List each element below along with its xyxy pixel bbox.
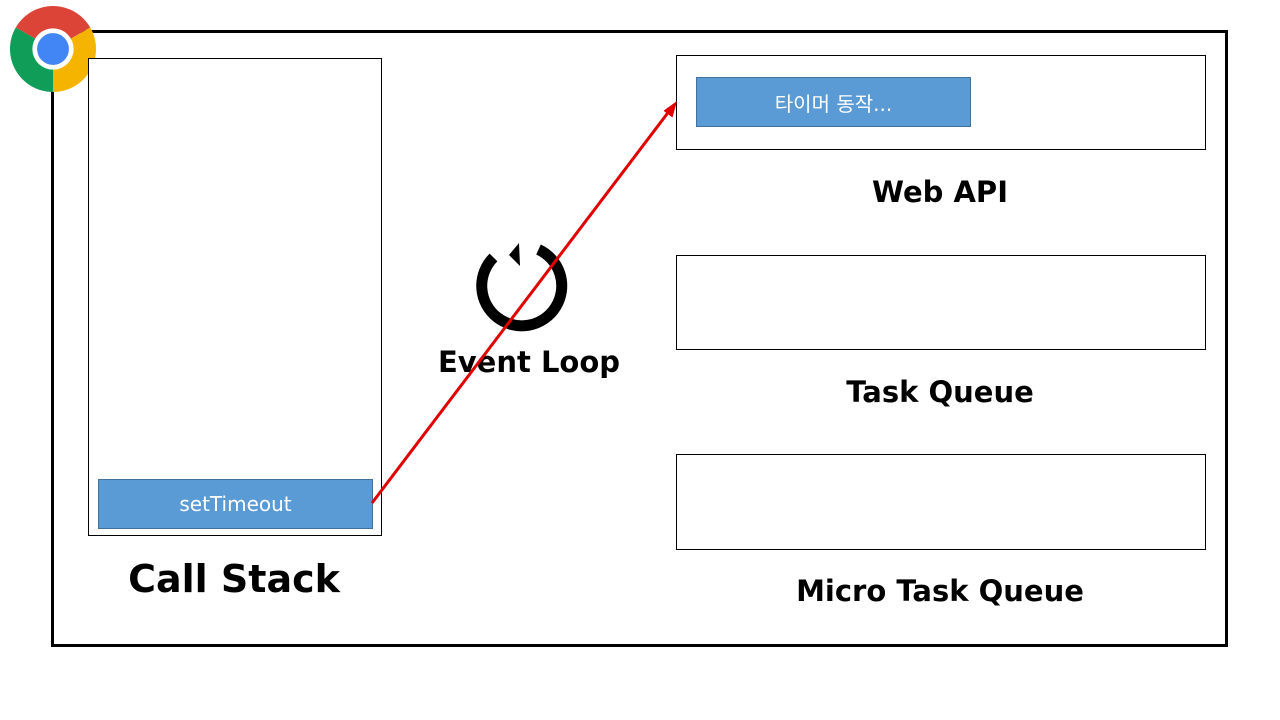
task-queue-box: [676, 255, 1206, 350]
call-stack-title: Call Stack: [128, 557, 340, 601]
event-loop-title: Event Loop: [437, 345, 621, 379]
micro-task-queue-box: [676, 454, 1206, 550]
micro-task-queue-title: Micro Task Queue: [796, 574, 1084, 608]
timer-running-block: 타이머 동작...: [696, 77, 971, 127]
diagram-frame: [51, 30, 1228, 647]
web-api-title: Web API: [872, 175, 1008, 209]
settimeout-block: setTimeout: [98, 479, 373, 529]
task-queue-title: Task Queue: [846, 375, 1034, 409]
chrome-logo-icon: [10, 6, 96, 92]
call-stack-box: [88, 58, 382, 536]
